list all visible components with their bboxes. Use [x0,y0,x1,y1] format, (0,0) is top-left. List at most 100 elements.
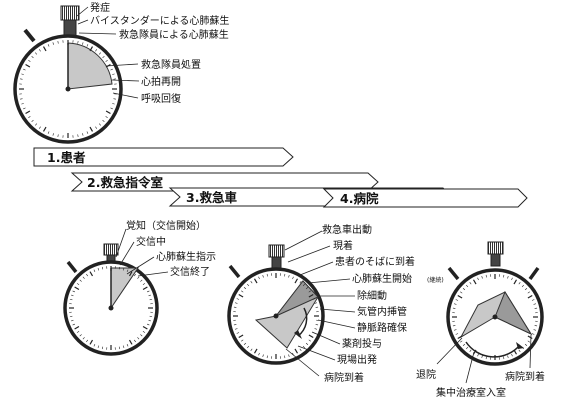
label-cpr-start: 心肺蘇生開始 [352,272,412,285]
tick-mark [455,333,459,335]
tick-mark [457,335,463,340]
tick-mark [95,126,98,129]
tick-mark [299,348,302,351]
tick-mark [126,269,129,273]
tick-mark [258,276,260,280]
tick-mark [511,353,513,357]
tick-mark [262,354,264,357]
label-hospital-arrival: 病院到着 [324,371,364,384]
tick-marks [19,40,117,138]
tick-mark [133,273,136,277]
tick-mark [148,319,152,322]
label-ambulance-dispatch: 救急車出動 [322,223,372,236]
tick-mark [52,42,54,45]
label-reach-patient: 患者のそばに到着 [335,255,415,268]
banner-ambulance-label: 3.救急車 [186,190,237,205]
tick-mark [142,325,148,330]
tick-mark [513,279,518,285]
tick-mark [148,294,152,297]
tick-mark [299,281,302,284]
progress-arrow [465,341,521,358]
tick-mark [534,325,538,327]
tick-mark [308,339,311,342]
tick-mark [25,110,31,115]
tick-mark [460,340,463,343]
tick-mark [294,348,299,354]
crown-icon [487,241,504,255]
tick-mark [28,59,31,62]
tick-mark [485,274,487,278]
tick-mark [513,349,518,355]
tick-marks [233,273,319,359]
tick-mark [21,73,24,75]
tick-mark [235,328,238,330]
label-paramedic-care: 救急隊員処置 [141,58,201,71]
tick-mark [97,267,100,271]
tick-mark [47,131,50,134]
tick-mark [122,267,125,271]
tick-mark [146,323,150,326]
tick-mark [305,287,309,290]
tick-mark [28,116,31,119]
tick-mark [142,283,146,286]
tick-mark [302,345,305,349]
tick-mark [89,339,94,345]
tick-mark [524,288,528,291]
tick-mark [511,277,513,281]
tick-mark [481,276,483,279]
tick-mark [77,134,79,137]
tick-mark [460,291,463,294]
tick-mark [527,291,530,294]
tick-mark [82,276,85,279]
tick-mark [452,325,456,327]
tick-mark [308,334,314,339]
tick-mark [266,273,268,277]
crown-icon [268,244,285,258]
tick-mark [21,103,24,105]
label-discharge: 退院 [416,368,436,381]
side-button-icon [528,266,540,281]
tick-mark [253,278,258,284]
tick-mark [34,52,38,55]
tick-mark [74,325,80,330]
banner-hospital [322,188,528,208]
tick-mark [126,343,129,347]
stem-icon [271,256,282,269]
tick-mark [113,78,116,80]
tick-mark [241,290,244,293]
tick-mark [149,298,153,301]
tick-mark [533,329,536,331]
label-call-received: 覚知（交信開始） [126,219,206,232]
tick-mark [113,98,116,100]
tick-mark [521,346,524,350]
tick-mark [93,343,96,347]
tick-mark [57,41,59,44]
tick-mark [236,332,240,334]
tick-mark [70,319,74,322]
tick-mark [485,356,487,360]
tick-mark [95,49,98,52]
tick-mark [86,339,89,343]
stopwatch-dispatch: 覚知（交信開始） 交信中 心肺蘇生指示 交信終了 [63,219,216,356]
tick-mark [76,330,80,333]
label-icu-admission: 集中治療室入室 [436,386,506,399]
label-paramedic-cpr: 救急隊員による心肺蘇生 [119,28,229,41]
tick-mark [93,269,96,273]
tick-mark [292,276,294,280]
tick-mark [507,355,509,358]
tick-mark [140,279,143,282]
tick-mark [521,284,524,288]
tick-mark [503,356,505,360]
label-bystander-cpr: バイスタンダーによる心肺蘇生 [90,14,229,27]
stopwatch-ambulance: 救急車出動 現着 患者のそばに到着 心肺蘇生開始 (継続) 除細動 気管内挿管 … [227,223,444,384]
tick-mark [72,290,76,293]
tick-mark [149,315,153,318]
tick-mark [79,279,82,282]
tick-mark [79,334,82,337]
crown-icon [103,243,119,256]
tick-mark [452,307,456,309]
label-hospital-arrival-2: 病院到着 [505,370,545,383]
tick-mark [294,278,299,284]
label-iv-access: 静脈路確保 [357,321,407,334]
tick-mark [140,334,143,337]
